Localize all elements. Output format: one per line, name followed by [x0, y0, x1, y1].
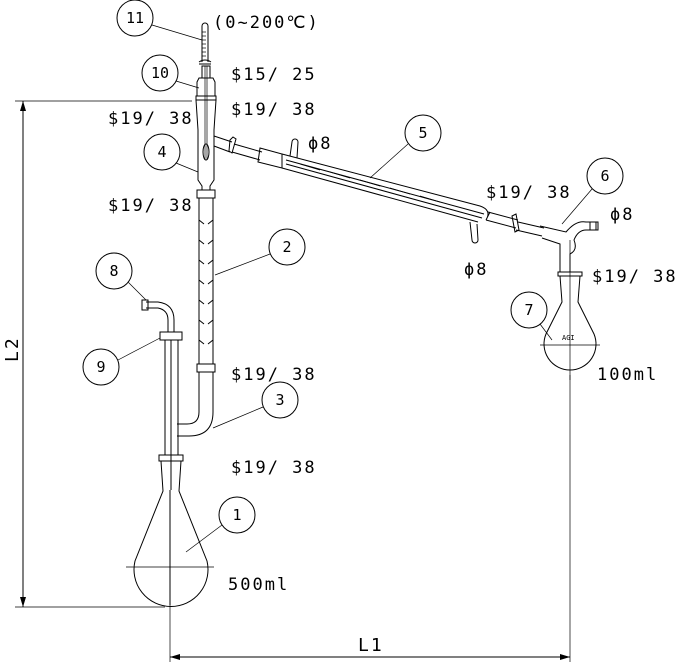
callout-number: 9 — [96, 358, 105, 376]
inlet-tube — [141, 299, 183, 490]
joint-15-25: $15/ 25 — [231, 65, 317, 85]
boiling-flask — [126, 454, 214, 607]
callout-3: 3 — [212, 381, 299, 429]
claisen-bend — [177, 372, 214, 437]
labels: (0~200℃) $15/ 25 $19/ 38 $19/ 38 $19/ 38… — [108, 13, 676, 595]
callout-number: 7 — [524, 301, 533, 319]
callout-11: 11 — [116, 0, 203, 41]
fractionating-column — [196, 189, 216, 373]
callout-number: 8 — [109, 262, 118, 280]
callout-number: 5 — [418, 124, 427, 142]
condenser — [228, 136, 545, 244]
joint-top-left: $19/ 38 — [108, 109, 194, 129]
callout-10: 10 — [141, 54, 200, 92]
thermometer-range: (0~200℃) — [213, 13, 320, 33]
callout-number: 6 — [600, 167, 609, 185]
thermometer — [198, 22, 212, 65]
callout-5: 5 — [369, 114, 442, 179]
receiver-flask-mark: AGI — [562, 334, 575, 342]
callout-8: 8 — [95, 252, 147, 301]
dim-l2-label: L2 — [2, 336, 23, 362]
callout-9: 9 — [82, 337, 161, 386]
receiver-adapter — [539, 221, 599, 272]
callouts: 1 2 3 4 5 6 7 8 9 10 11 — [82, 0, 624, 553]
callout-number: 11 — [126, 9, 144, 27]
callout-number: 3 — [275, 391, 284, 409]
callout-1: 1 — [185, 496, 256, 553]
flask-volume: 500ml — [228, 575, 289, 595]
joint-condenser-end: $19/ 38 — [486, 183, 572, 203]
receiver-flask: AGI — [540, 240, 600, 380]
joint-flask: $19/ 38 — [231, 458, 317, 478]
dim-l1-label: L1 — [358, 635, 384, 656]
callout-number: 2 — [282, 238, 291, 256]
joint-top-right: $19/ 38 — [231, 100, 317, 120]
joint-receiver: $19/ 38 — [592, 267, 676, 287]
callout-6: 6 — [561, 157, 624, 225]
phi-condenser-top: ϕ8 — [308, 134, 332, 154]
callout-number: 10 — [151, 64, 169, 82]
callout-2: 2 — [214, 228, 306, 276]
dimension-l2: L2 — [2, 100, 192, 608]
phi-condenser-bottom: ϕ8 — [464, 260, 488, 280]
dimension-l1: L1 — [169, 375, 571, 662]
callout-4: 4 — [143, 133, 199, 173]
thermometer-adapter — [195, 65, 217, 160]
receiver-volume: 100ml — [597, 365, 658, 385]
phi-vacuum: ϕ8 — [610, 205, 634, 225]
distillation-head — [195, 99, 233, 191]
joint-column-bottom: $19/ 38 — [231, 365, 317, 385]
callout-number: 1 — [232, 506, 241, 524]
callout-7: 7 — [510, 291, 553, 341]
callout-number: 4 — [157, 143, 166, 161]
joint-below-4: $19/ 38 — [108, 196, 194, 216]
